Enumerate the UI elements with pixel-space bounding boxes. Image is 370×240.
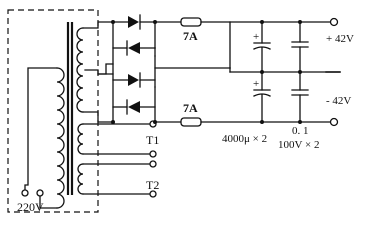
transformer-core	[66, 22, 74, 195]
svg-text:+: +	[253, 78, 259, 90]
mains-voltage-label: 220V	[17, 200, 44, 214]
positive-output-line: 7A + 42V	[154, 17, 354, 45]
diode-d2	[112, 40, 156, 56]
tap-t2-label: T2	[146, 178, 159, 192]
diode-d3	[112, 72, 156, 88]
ground-rail	[229, 21, 341, 73]
secondary-winding-main	[76, 21, 114, 123]
diode-d1	[112, 14, 156, 30]
mains-input-terminals: 220V	[17, 189, 44, 214]
fuse-bottom-rating: 7A	[183, 101, 198, 115]
fuse-top	[180, 17, 202, 27]
fuse-top-rating: 7A	[183, 29, 198, 43]
diode-d4	[112, 99, 156, 115]
primary-winding	[24, 67, 65, 209]
tap-winding-t2: T2	[77, 160, 159, 198]
svg-text:+: +	[253, 31, 259, 43]
output-terminal-positive	[329, 17, 339, 27]
output-positive-label: + 42V	[326, 33, 354, 45]
output-terminal-negative	[329, 117, 339, 127]
film-capacitor-upper	[291, 20, 309, 74]
tap-winding-t1: T1	[77, 120, 159, 158]
fuse-bottom	[180, 117, 202, 127]
output-negative-label: - 42V	[326, 95, 351, 107]
tap-t1-label: T1	[146, 133, 159, 147]
transformer-enclosure	[7, 9, 99, 213]
film-caps-voltage: 100V × 2	[278, 139, 319, 151]
electrolytic-capacitor-lower: +	[253, 71, 271, 124]
power-supply-schematic: 220V T1 T2	[7, 9, 354, 214]
bridge-rectifier	[97, 14, 231, 124]
electrolytic-capacitor-upper: +	[253, 20, 271, 74]
electrolytic-caps-label: 4000μ × 2	[222, 133, 267, 145]
film-capacitor-lower	[291, 71, 309, 124]
film-caps-value: 0. 1	[292, 125, 309, 137]
negative-output-line: 7A - 42V	[154, 95, 351, 127]
